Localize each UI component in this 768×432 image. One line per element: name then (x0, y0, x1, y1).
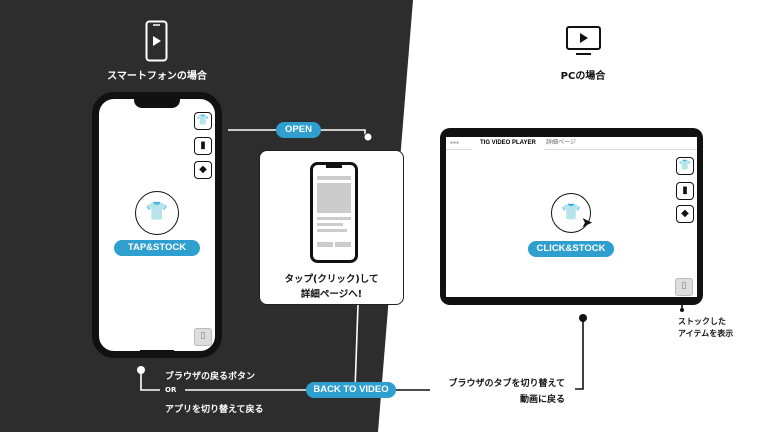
smartphone-play-icon (145, 20, 168, 62)
cursor-icon: ➤ (581, 215, 593, 231)
tab-detail-page[interactable]: 詳細ページ (546, 140, 576, 146)
stock-folder-icon[interactable]: ▯ (194, 328, 212, 346)
laptop-screen: ●●● TIG VIDEO PLAYER 詳細ページ 👕 ▮ ◆ 👕 ➤ CLI… (446, 137, 697, 297)
smartphone-mockup: 👕 ▮ ◆ 👕 TAP&STOCK ▯ (92, 92, 222, 358)
browser-tab-bar: ●●● TIG VIDEO PLAYER 詳細ページ (446, 137, 697, 150)
back-left-line2: アプリを切り替えて戻る (165, 405, 264, 415)
tshirt-icon[interactable]: 👕 (676, 157, 694, 175)
ticket-icon[interactable]: ◆ (194, 161, 212, 179)
laptop-mockup: ●●● TIG VIDEO PLAYER 詳細ページ 👕 ▮ ◆ 👕 ➤ CLI… (440, 128, 703, 305)
back-to-video-label: BACK TO VIDEO (306, 382, 396, 398)
tshirt-tap-icon[interactable]: 👕 (135, 191, 179, 235)
ticket-icon[interactable]: ◆ (676, 205, 694, 223)
tshirt-click-icon[interactable]: 👕 (551, 193, 591, 233)
phone-notch (134, 98, 180, 108)
home-indicator (140, 350, 174, 352)
pc-title: PCの場合 (560, 71, 606, 82)
window-dots: ●●● (450, 140, 460, 146)
book-icon[interactable]: ▮ (676, 182, 694, 200)
back-left-line1: ブラウザの戻るボタン (165, 372, 256, 382)
detail-page-card: タップ(クリック)して 詳細ページへ! (259, 150, 404, 305)
card-text-line2: 詳細ページへ! (300, 289, 363, 300)
detail-phone-illustration (310, 162, 358, 263)
monitor-play-icon (566, 26, 601, 55)
tab-tig-video-player[interactable]: TIG VIDEO PLAYER (472, 137, 544, 150)
stock-note-line1: ストックした (678, 317, 726, 326)
click-stock-button[interactable]: CLICK&STOCK (528, 241, 614, 257)
back-right-line1: ブラウザのタブを切り替えて (448, 379, 565, 389)
tap-stock-button[interactable]: TAP&STOCK (114, 240, 200, 256)
card-text-line1: タップ(クリック)して (284, 274, 379, 285)
open-label: OPEN (276, 122, 321, 138)
stock-note-line2: アイテムを表示 (678, 329, 734, 338)
back-left-or: OR (165, 386, 177, 394)
book-icon[interactable]: ▮ (194, 137, 212, 155)
back-right-line2: 動画に戻る (519, 395, 565, 405)
stock-folder-icon[interactable]: ▯ (675, 278, 693, 296)
tshirt-icon[interactable]: 👕 (194, 112, 212, 130)
smartphone-title: スマートフォンの場合 (107, 71, 207, 82)
